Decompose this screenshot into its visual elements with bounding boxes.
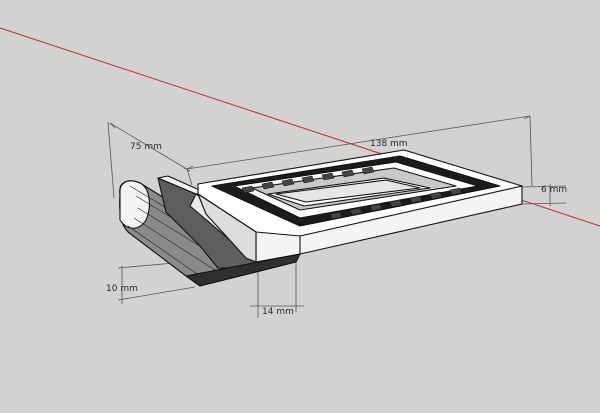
dimension-width[interactable] [107,121,191,199]
rib-slots-front [329,187,463,220]
dimension-length[interactable] [186,115,533,187]
dimension-width-label: 75 mm [130,142,162,152]
dimension-height-right-label: 6 mm [541,185,567,195]
dimension-height-right[interactable] [521,184,567,206]
dimension-depth-front-label: 14 mm [262,307,294,317]
tray-model[interactable] [119,149,523,287]
dimension-height-left-label: 10 mm [106,284,138,294]
hinge-roll-end [119,180,150,229]
rib-slots-back [241,166,375,194]
dimension-length-label: 138 mm [370,139,408,149]
front-wedge [197,193,257,263]
